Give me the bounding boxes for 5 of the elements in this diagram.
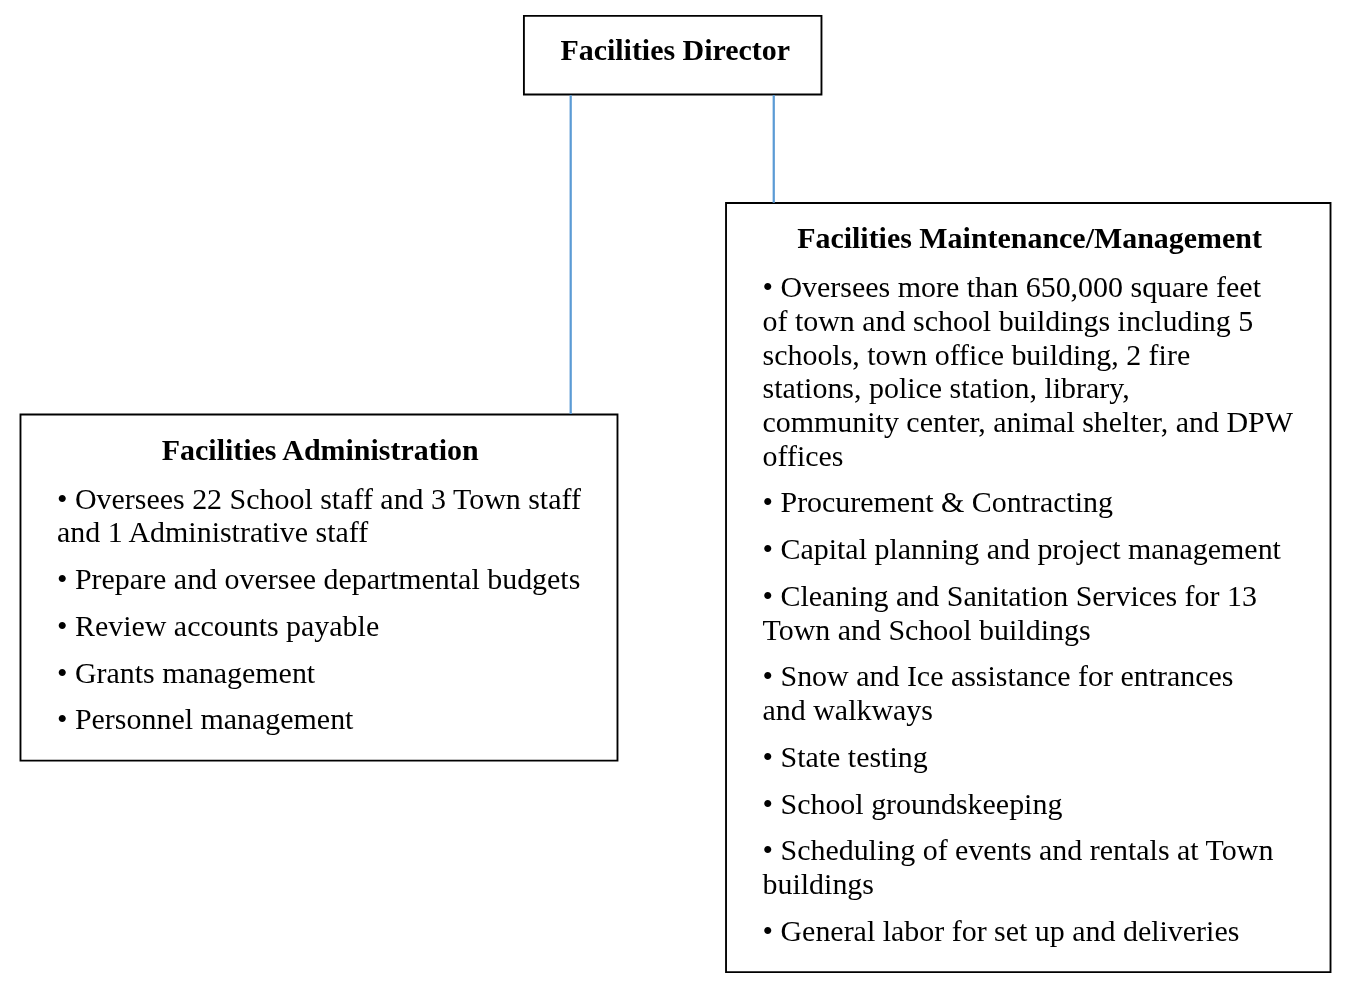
node-box: Facilities Maintenance/Management • Oversees more than 650,000 square feet of town and school buildings including 5 schools, town office building, 2 fire stations, police station, library, community center, animal shelter, and DPW offices • Procurement & Contracting • Capital planning and project management • Cleaning and Sanitation Services for 13 Town and School buildings • Snow and Ice assistance for entrances and walkways • State testing • School groundskeeping • Scheduling of events and rentals at Town buildings • General labor for set up and deliveries [724,202,1331,974]
node-box: Facilities Director [522,14,822,96]
connector [569,95,572,414]
connector [772,95,775,203]
node-box: Facilities Administration • Oversees 22 School staff and 3 Town staff and 1 Administrative staff • Prepare and oversee departmental budgets • Review accounts payable • Grants management • Personnel management [19,413,618,762]
